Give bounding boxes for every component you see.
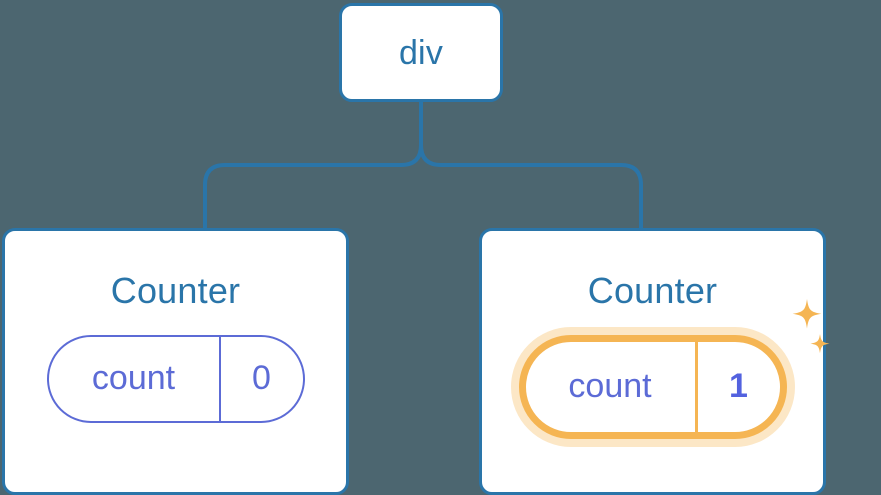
node-div[interactable]: div <box>339 3 503 102</box>
state-pill-right-key: count <box>568 367 652 405</box>
edge-root-to-left-child <box>203 101 423 229</box>
state-pill-left[interactable]: count 0 <box>46 335 305 423</box>
state-pill-left-key-cell: count <box>49 337 221 421</box>
state-pill-left-wrap: count 0 <box>46 335 305 423</box>
state-pill-left-value-cell: 0 <box>221 337 303 421</box>
sparkle-large-icon <box>792 299 821 329</box>
node-div-label: div <box>398 33 444 72</box>
node-counter-right-label: Counter <box>587 270 718 311</box>
node-counter-left[interactable]: Counter count 0 <box>2 228 349 495</box>
state-pill-right-wrap: count 1 <box>518 299 829 439</box>
state-pill-right-key-cell: count <box>526 342 698 432</box>
edge-root-to-right-child <box>419 101 643 229</box>
node-counter-left-label: Counter <box>110 270 241 311</box>
state-pill-left-key: count <box>91 359 176 397</box>
node-counter-right[interactable]: Counter count 1 <box>479 228 829 495</box>
state-pill-right-value: 1 <box>729 367 748 405</box>
state-pill-left-value: 0 <box>252 359 271 397</box>
state-pill-right-value-cell: 1 <box>698 342 780 432</box>
state-pill-right[interactable]: count 1 <box>518 335 787 439</box>
